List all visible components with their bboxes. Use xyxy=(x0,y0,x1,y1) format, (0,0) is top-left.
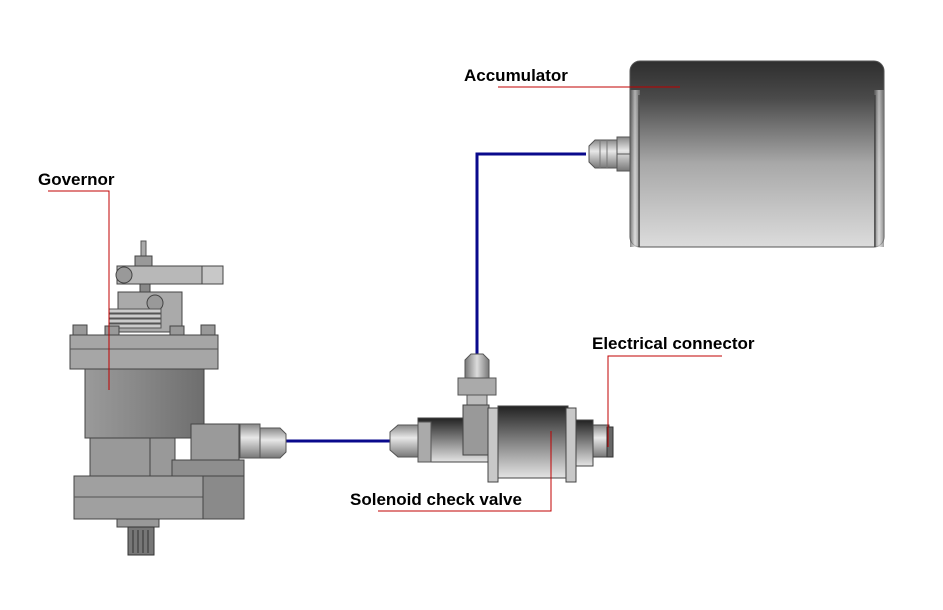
leader-solenoid-check-valve xyxy=(378,431,552,512)
governor-component xyxy=(69,240,287,556)
leader-electrical-connector xyxy=(607,355,722,447)
hydraulic-pipes xyxy=(286,152,586,443)
electrical-connector-label: Electrical connector xyxy=(592,334,755,353)
leader-governor xyxy=(48,190,110,390)
leader-lines xyxy=(48,86,722,512)
governor-label: Governor xyxy=(38,170,115,189)
solenoid-check-valve-component xyxy=(389,353,614,483)
accumulator-component xyxy=(588,60,885,248)
accumulator-label: Accumulator xyxy=(464,66,568,85)
solenoid-check-valve-label: Solenoid check valve xyxy=(350,490,522,509)
pipe-valve-to-accumulator xyxy=(475,152,586,355)
